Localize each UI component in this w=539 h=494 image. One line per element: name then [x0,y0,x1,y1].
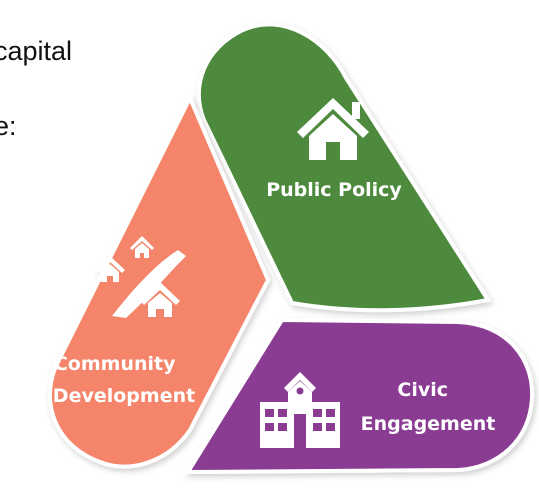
segment-public-policy[interactable]: Public Policy [196,22,492,313]
community-development-label-line-2: Development [53,385,195,407]
civic-engagement-label: Civic Engagement [361,379,496,435]
segment-community-development[interactable]: Community Development [47,93,271,469]
public-policy-petal [196,22,492,313]
public-policy-label-line-1: Public Policy [266,179,402,201]
school-building-icon [260,372,340,448]
house-icon [297,98,369,160]
civic-engagement-label-line-1: Civic [397,379,448,401]
background-text-line-1: capital [0,36,73,66]
community-development-label: Community Development [53,353,195,407]
civic-engagement-petal [184,317,535,475]
segment-civic-engagement[interactable]: Civic Engagement [184,317,535,475]
background-text-line-2: e: [0,111,17,141]
public-policy-label: Public Policy [266,179,402,201]
neighborhood-icon [95,236,186,318]
civic-engagement-label-line-2: Engagement [361,413,496,435]
community-development-label-line-1: Community [54,353,176,375]
